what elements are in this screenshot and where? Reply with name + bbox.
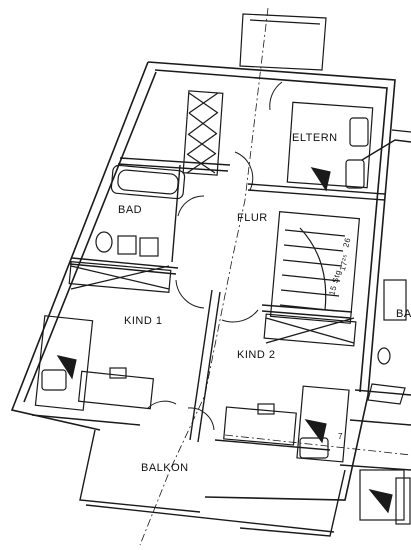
- desks: [77, 367, 297, 446]
- cabinets: [68, 261, 357, 347]
- room-label-eltern: ELTERN: [292, 132, 338, 144]
- kind2-bed: [296, 385, 350, 463]
- room-label-balkon: BALKON: [141, 462, 189, 474]
- parents-bed: [286, 101, 374, 192]
- room-label-kind1: KIND 1: [124, 315, 163, 327]
- outer-walls: [10, 61, 396, 501]
- room-label-bad: BAD: [118, 204, 143, 216]
- dimension-label: 7: [338, 432, 343, 441]
- neighbour-building: [359, 129, 411, 525]
- room-label-bad-right: BA: [396, 308, 411, 320]
- bathtub: [110, 164, 186, 200]
- staircase: [269, 211, 361, 324]
- room-label-kind2: KIND 2: [237, 349, 276, 361]
- axis-lines: [139, 7, 411, 546]
- doors: [147, 81, 283, 431]
- top-extension: [239, 13, 327, 71]
- room-label-flur: FLUR: [237, 212, 268, 224]
- kind1-bed: [34, 315, 94, 411]
- wardrobe: [182, 90, 224, 176]
- balcony: [79, 429, 346, 537]
- interior-walls: [31, 139, 411, 471]
- bathroom-fixtures: [95, 231, 159, 257]
